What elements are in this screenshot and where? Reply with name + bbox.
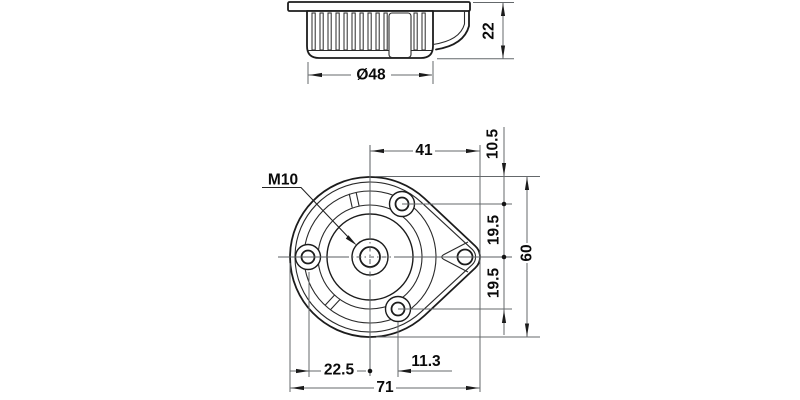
- dim-71: 71: [290, 379, 480, 396]
- cup-smooth-band: [388, 12, 412, 59]
- plan-view: M10 41 10.5 19.5 19.5 60: [262, 127, 540, 396]
- dim-60-label: 60: [519, 244, 536, 261]
- cup-ribs: [311, 12, 426, 51]
- arrowhead-down-icon: [500, 45, 506, 59]
- dim-10-5-label: 10.5: [485, 129, 502, 160]
- dim-11-3-label: 11.3: [411, 353, 441, 370]
- dim-22-5: 22.5: [290, 362, 373, 379]
- inner-rim-contour: [294, 181, 477, 333]
- dim-11-3: 11.3: [398, 353, 452, 374]
- side-view: Ø48 22: [287, 1, 514, 84]
- dim-60: 60: [519, 176, 536, 337]
- arrowhead-right-icon: [419, 72, 432, 78]
- thread-label: M10: [268, 172, 298, 189]
- dim-diameter-48-label: Ø48: [356, 67, 386, 84]
- centerlines: [278, 145, 512, 376]
- dim-41: 41: [370, 142, 480, 159]
- dim-19-5-lower-label: 19.5: [486, 268, 503, 299]
- dim-height-22: 22: [437, 2, 514, 60]
- extension-lines: [289, 145, 540, 392]
- dim-chain-right: 10.5 19.5 19.5: [485, 127, 507, 335]
- thread-callout: M10: [262, 172, 357, 246]
- arrowhead-left-icon: [309, 72, 322, 78]
- disc-outline: [287, 1, 471, 12]
- dim-diameter: Ø48: [307, 61, 434, 84]
- arrowhead-up-icon: [500, 3, 506, 16]
- dim-71-label: 71: [376, 379, 394, 396]
- dim-height-22-label: 22: [481, 22, 498, 39]
- dim-22-5-label: 22.5: [324, 362, 355, 379]
- mounting-wing: [432, 10, 470, 51]
- dim-19-5-upper-label: 19.5: [486, 215, 503, 246]
- dim-41-label: 41: [415, 142, 433, 159]
- leader-arrowhead-icon: [345, 235, 357, 246]
